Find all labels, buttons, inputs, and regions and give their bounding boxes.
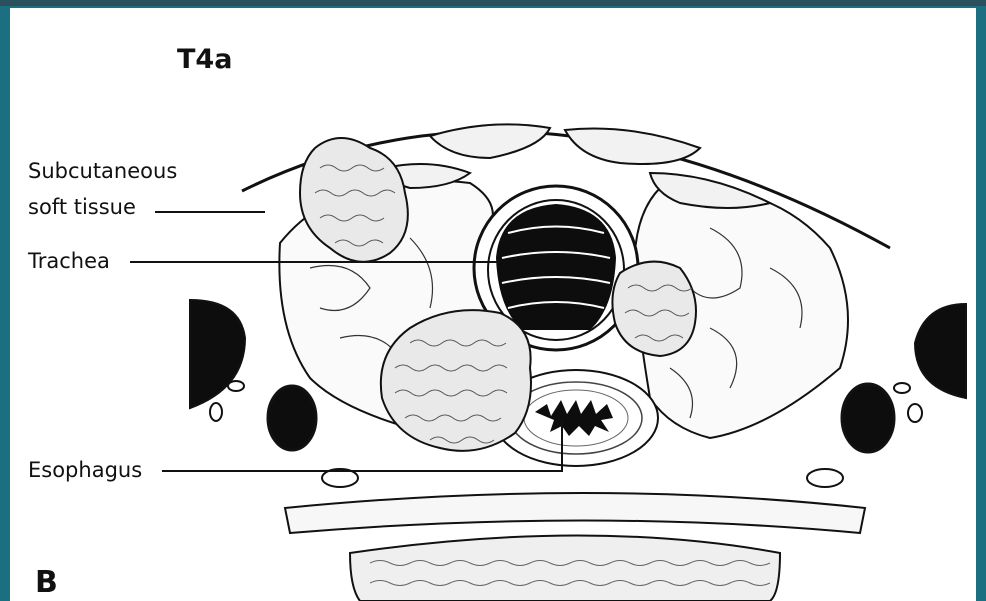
tumor-right xyxy=(612,262,696,356)
illustration-panel: T4a Subcutaneous soft tissue Trachea Eso… xyxy=(10,8,976,601)
trachea-lumen xyxy=(496,204,616,330)
label-subcutaneous-line2: soft tissue xyxy=(28,194,136,220)
strap-muscle-2 xyxy=(565,128,700,164)
panel-letter: B xyxy=(35,565,58,600)
left-carotid-artery xyxy=(268,386,316,450)
neck-cross-section-drawing xyxy=(10,8,976,601)
right-jugular-vein xyxy=(915,304,966,398)
right-carotid-artery xyxy=(842,384,894,452)
frame-top-bar xyxy=(0,0,986,6)
label-trachea: Trachea xyxy=(28,248,110,274)
label-esophagus: Esophagus xyxy=(28,457,142,483)
vertebral-body xyxy=(350,536,780,601)
stage-title: T4a xyxy=(177,44,232,75)
vertebral-body-top xyxy=(285,493,865,533)
strap-muscle-1 xyxy=(430,124,550,158)
label-subcutaneous-line1: Subcutaneous xyxy=(28,158,177,184)
